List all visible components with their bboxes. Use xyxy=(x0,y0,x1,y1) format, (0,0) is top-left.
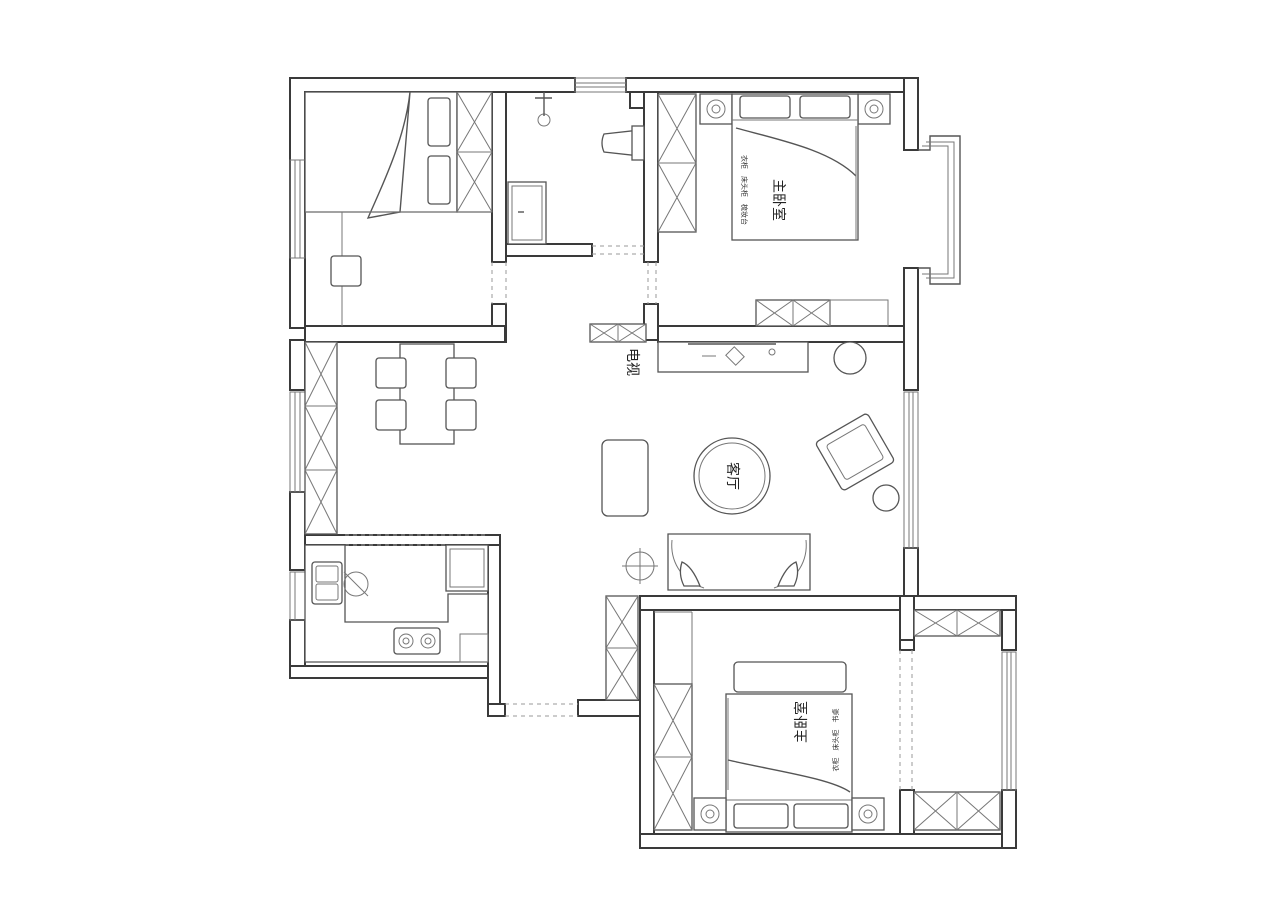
tv-label: 电视 xyxy=(624,348,640,376)
room-note-master-bottom: 衣柜 床头柜 书桌 xyxy=(831,709,840,772)
right-window-living xyxy=(903,391,919,549)
ottoman xyxy=(601,439,649,517)
outer-walls xyxy=(289,77,1017,849)
bed-pillow xyxy=(793,803,849,829)
side-table xyxy=(833,341,867,375)
right-bay-window xyxy=(918,135,961,285)
master-bedroom-top: 主卧室 衣柜 床头柜 梳妆台 xyxy=(657,93,891,327)
entrance-cabinet: 电视 xyxy=(589,323,647,376)
chair xyxy=(375,399,407,431)
bed-pillow xyxy=(799,95,851,119)
room-label-master-bottom: 主卧室 xyxy=(793,701,810,743)
refrigerator xyxy=(445,544,489,592)
nightstand xyxy=(857,93,891,125)
door-openings xyxy=(345,245,913,790)
left-window-middle xyxy=(289,391,306,493)
right-window-balcony xyxy=(1001,651,1017,791)
bathroom xyxy=(507,92,645,245)
sofa xyxy=(667,533,811,591)
left-window-bottom xyxy=(289,571,306,621)
room-note-master-top: 衣柜 床头柜 梳妆台 xyxy=(740,155,749,225)
bathroom-sink xyxy=(507,181,547,245)
bench xyxy=(733,661,847,693)
chair xyxy=(375,357,407,389)
coffee-table xyxy=(693,437,771,515)
kitchen-sink xyxy=(311,561,343,605)
top-window xyxy=(574,77,627,93)
nightstand xyxy=(693,797,727,831)
bed-pillow xyxy=(427,97,451,147)
stove xyxy=(393,627,441,655)
living-room: 客厅 xyxy=(601,341,900,591)
chair xyxy=(330,255,362,287)
kitchen xyxy=(304,544,489,663)
living-room-label: 客厅 xyxy=(724,462,741,490)
bed-pillow xyxy=(733,803,789,829)
bed-pillow xyxy=(739,95,791,119)
side-table xyxy=(872,484,900,512)
chair xyxy=(445,357,477,389)
dining-table xyxy=(399,343,455,445)
bed-pillow xyxy=(427,155,451,205)
bedroom-top-left xyxy=(304,91,493,326)
nightstand xyxy=(699,93,733,125)
room-label-master-top: 主卧室 xyxy=(770,179,787,221)
kitchen-counter xyxy=(304,544,489,663)
armchair xyxy=(815,413,895,491)
nightstand xyxy=(851,797,885,831)
chair xyxy=(445,399,477,431)
balcony xyxy=(913,609,1001,831)
tv-cabinet xyxy=(657,341,809,373)
interior-walls xyxy=(304,91,915,651)
master-bedroom-bottom: 主卧室 衣柜 床头柜 书桌 xyxy=(605,595,885,833)
dining-area xyxy=(304,341,477,535)
